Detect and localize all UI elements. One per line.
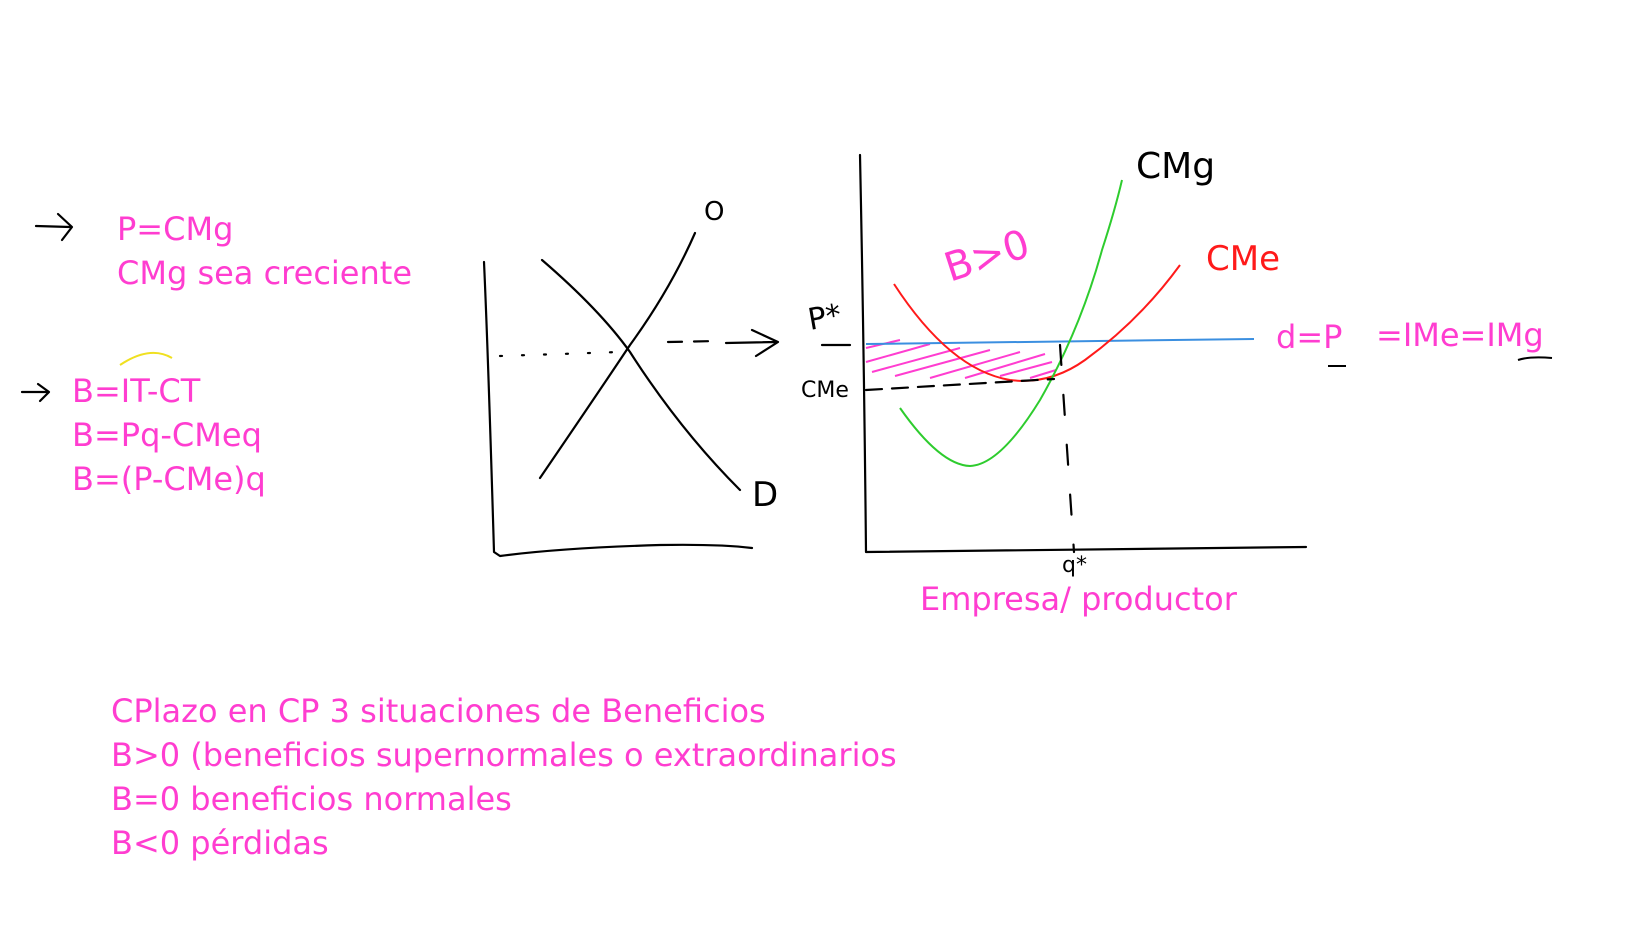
formula-line: B=Pq-CMeq <box>72 416 262 454</box>
firm-diagram: P* CMe q* CMg CMe B>0 <box>801 146 1308 578</box>
condition-line: P=CMg <box>117 210 234 248</box>
dotted-price-line <box>498 350 622 358</box>
note-line: B<0 pérdidas <box>111 824 329 862</box>
cmg-curve <box>899 179 1123 468</box>
notes-block: CPlazo en CP 3 situaciones de Beneficios… <box>111 690 897 864</box>
demand-curve <box>540 258 742 492</box>
supply-label: O <box>704 197 724 227</box>
highlight-mark <box>119 351 173 366</box>
arrow-icon <box>34 212 74 242</box>
market-axes <box>482 260 754 558</box>
demand-label: D <box>752 475 778 515</box>
cme-axis-label: CMe <box>801 378 849 403</box>
cme-label: CMe <box>1206 239 1280 279</box>
note-line: B>0 (beneficios supernormales o extraord… <box>111 736 897 774</box>
profit-label: B>0 <box>939 221 1035 291</box>
dashed-transfer-line <box>666 339 720 344</box>
supply-curve <box>538 231 697 480</box>
note-line: CPlazo en CP 3 situaciones de Beneficios <box>111 692 766 730</box>
firm-axes <box>858 153 1308 554</box>
demand-line <box>865 338 1255 345</box>
market-diagram: O D <box>482 197 780 558</box>
demand-label: d=P <box>1276 318 1343 356</box>
cmg-label: CMg <box>1136 146 1215 187</box>
formula-line: B=(P-CMe)q <box>72 460 266 498</box>
formula-line: B=IT-CT <box>72 372 201 410</box>
price-axis-label: P* <box>805 298 844 338</box>
firm-caption: Empresa/ productor <box>920 580 1237 618</box>
condition-line: CMg sea creciente <box>117 254 412 292</box>
revenue-label: =IMe=IMg <box>1376 316 1544 354</box>
quantity-axis-label: q* <box>1062 553 1087 578</box>
arrow-icon <box>20 382 51 403</box>
cme-curve <box>893 264 1181 382</box>
quantity-dashed-line <box>1058 343 1076 554</box>
conditions-block: P=CMg CMg sea creciente <box>117 208 412 294</box>
note-line: B=0 beneficios normales <box>111 780 512 818</box>
cme-dashed-line <box>864 377 1056 392</box>
profit-formulas-block: B=IT-CT B=Pq-CMeq B=(P-CMe)q <box>72 370 266 500</box>
transfer-arrow-icon <box>724 328 780 358</box>
